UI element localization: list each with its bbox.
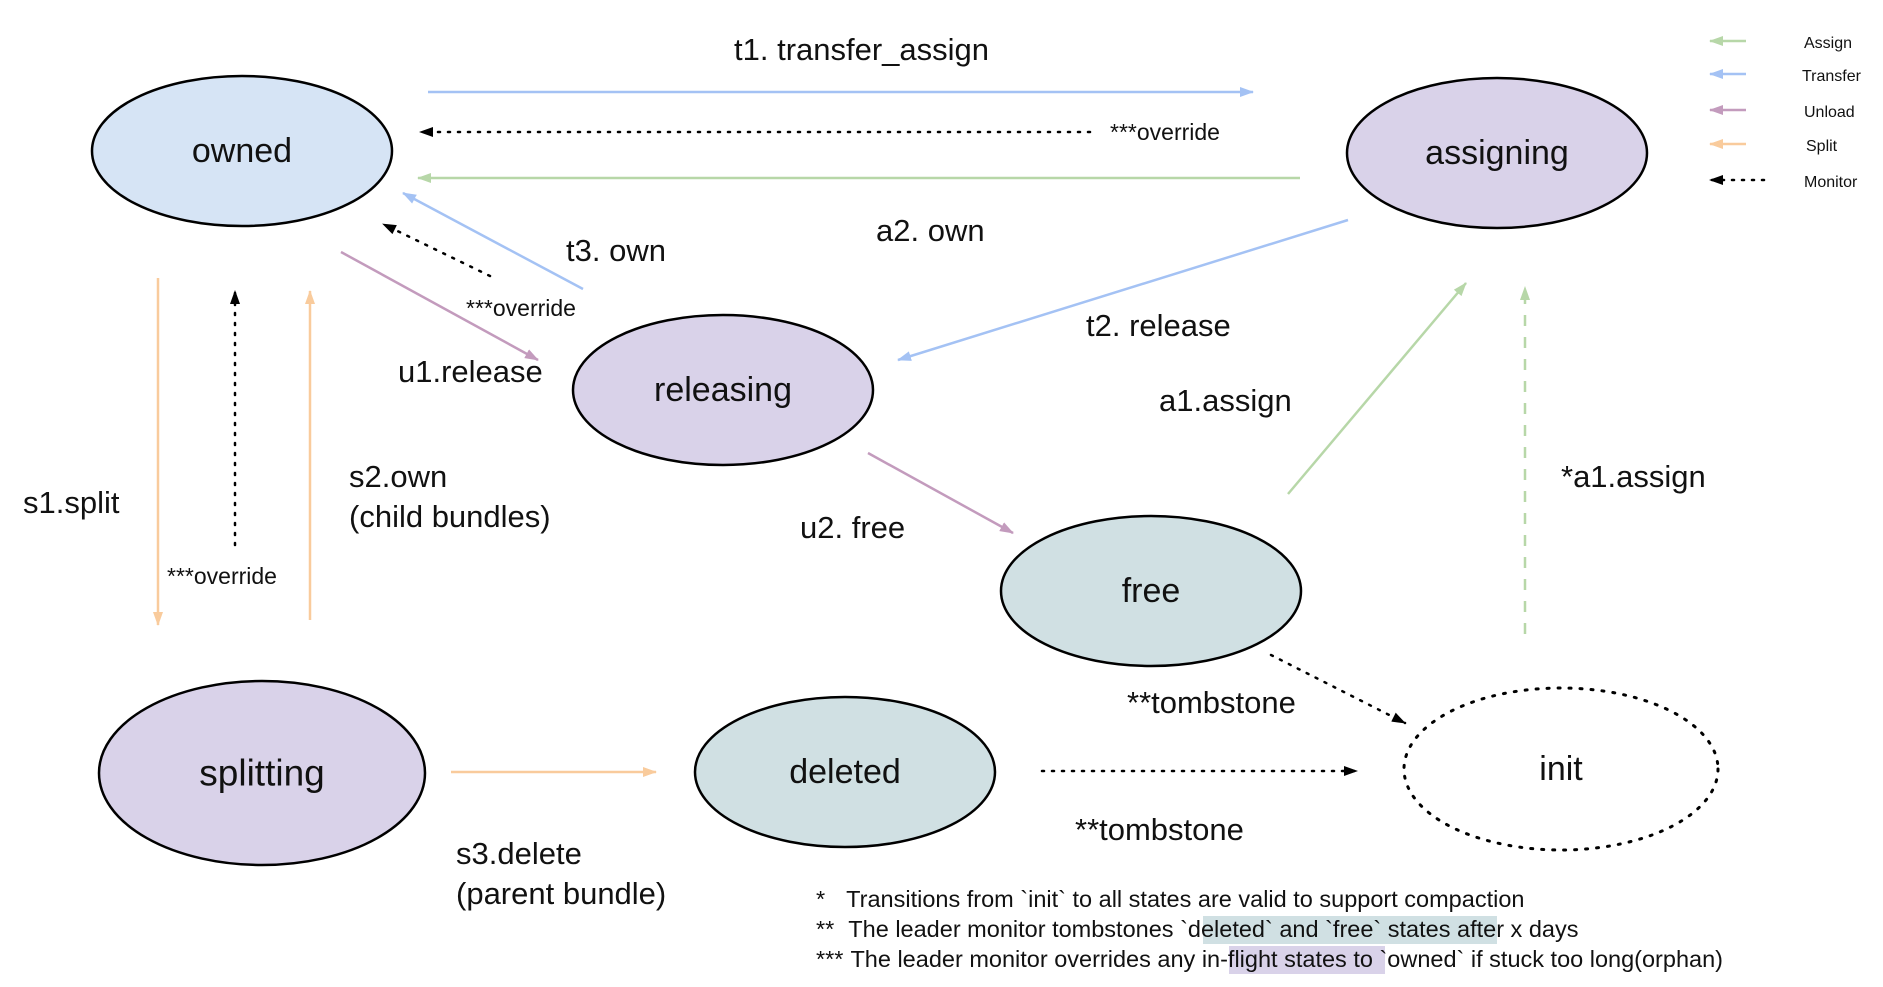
note-3-prefix: *** <box>816 946 843 972</box>
arrow-u1-release <box>340 250 539 362</box>
label-u2: u2. free <box>800 510 905 545</box>
state-releasing: releasing <box>571 313 875 467</box>
override-prefix: *** <box>466 295 493 321</box>
state-free-label: free <box>1122 572 1181 610</box>
label-t3: t3. own <box>566 233 666 268</box>
state-splitting: splitting <box>97 679 427 867</box>
override-prefix: *** <box>1110 119 1137 145</box>
footnotes: * Transitions from `init` to all states a… <box>816 886 1723 974</box>
legend-item-transfer: Transfer <box>1709 68 1862 85</box>
legend: Assign Transfer Unload Split Monitor <box>1708 35 1862 191</box>
label-a1-init: *a1.assign <box>1561 459 1706 494</box>
legend-item-unload: Unload <box>1709 104 1855 121</box>
label-s1: s1.split <box>23 485 120 520</box>
override-prefix: *** <box>167 563 194 589</box>
label-tombstone-deleted: **tombstone <box>1075 812 1244 847</box>
note-line-1: * Transitions from `init` to all states a… <box>816 886 1524 912</box>
state-splitting-label: splitting <box>199 753 324 794</box>
legend-label-split: Split <box>1806 138 1838 155</box>
note-3-after: to `owned` if stuck too long(orphan) <box>1347 946 1723 972</box>
arrow-t2-release <box>897 218 1349 362</box>
state-owned-label: owned <box>192 132 292 170</box>
state-releasing-label: releasing <box>654 371 792 409</box>
label-s3-line1: s3.delete <box>456 836 582 871</box>
label-a1: a1.assign <box>1159 383 1292 418</box>
label-override-splitting: ***override <box>167 563 277 589</box>
legend-item-split: Split <box>1709 138 1838 155</box>
label-override-assigning: ***override <box>1110 119 1220 145</box>
arrow-t3-own <box>402 191 584 291</box>
state-free: free <box>999 514 1303 668</box>
label-s2-line1: s2.own <box>349 459 447 494</box>
note-2-highlight: `deleted` and `free` states <box>1180 916 1450 942</box>
note-2-after: after x days <box>1450 916 1578 942</box>
state-init-label: init <box>1539 750 1583 788</box>
override-word: override <box>493 295 576 321</box>
label-t2: t2. release <box>1086 308 1231 343</box>
note-line-3: *** The leader monitor overrides any in-f… <box>816 946 1723 972</box>
note-2-before: The leader monitor tombstones <box>848 916 1180 942</box>
arrow-a1-assign <box>1287 282 1467 495</box>
note-line-2: ** The leader monitor tombstones `deleted… <box>816 916 1578 942</box>
legend-label-transfer: Transfer <box>1802 68 1862 85</box>
label-s2-line2: (child bundles) <box>349 499 551 534</box>
note-1-text: Transitions from `init` to all states ar… <box>846 886 1524 912</box>
legend-item-monitor: Monitor <box>1708 174 1858 191</box>
label-t1: t1. transfer_assign <box>734 32 989 67</box>
label-u1: u1.release <box>398 354 543 389</box>
label-a2: a2. own <box>876 213 985 248</box>
note-highlight-inflight-states <box>1229 946 1385 974</box>
state-assigning-label: assigning <box>1425 134 1569 172</box>
state-deleted-label: deleted <box>789 753 901 791</box>
arrow-u2-free <box>867 451 1014 535</box>
note-3-before: The leader monitor overrides any <box>850 946 1201 972</box>
state-owned: owned <box>90 74 394 228</box>
override-word: override <box>194 563 277 589</box>
override-word: override <box>1137 119 1220 145</box>
note-1-prefix: * <box>816 886 825 912</box>
legend-label-unload: Unload <box>1804 104 1855 121</box>
legend-item-assign: Assign <box>1709 35 1852 52</box>
label-override-releasing: ***override <box>466 295 576 321</box>
legend-label-assign: Assign <box>1804 35 1852 52</box>
note-2-prefix: ** <box>816 916 834 942</box>
note-highlight-terminal-states <box>1203 916 1497 944</box>
state-init: init <box>1402 686 1720 852</box>
arrow-override-releasing-to-owned <box>381 222 492 278</box>
note-3-highlight: in-flight states <box>1202 946 1347 972</box>
state-deleted: deleted <box>693 695 997 849</box>
legend-label-monitor: Monitor <box>1804 174 1858 191</box>
label-s3-line2: (parent bundle) <box>456 876 666 911</box>
state-assigning: assigning <box>1345 76 1649 230</box>
label-tombstone-free: **tombstone <box>1127 685 1296 720</box>
